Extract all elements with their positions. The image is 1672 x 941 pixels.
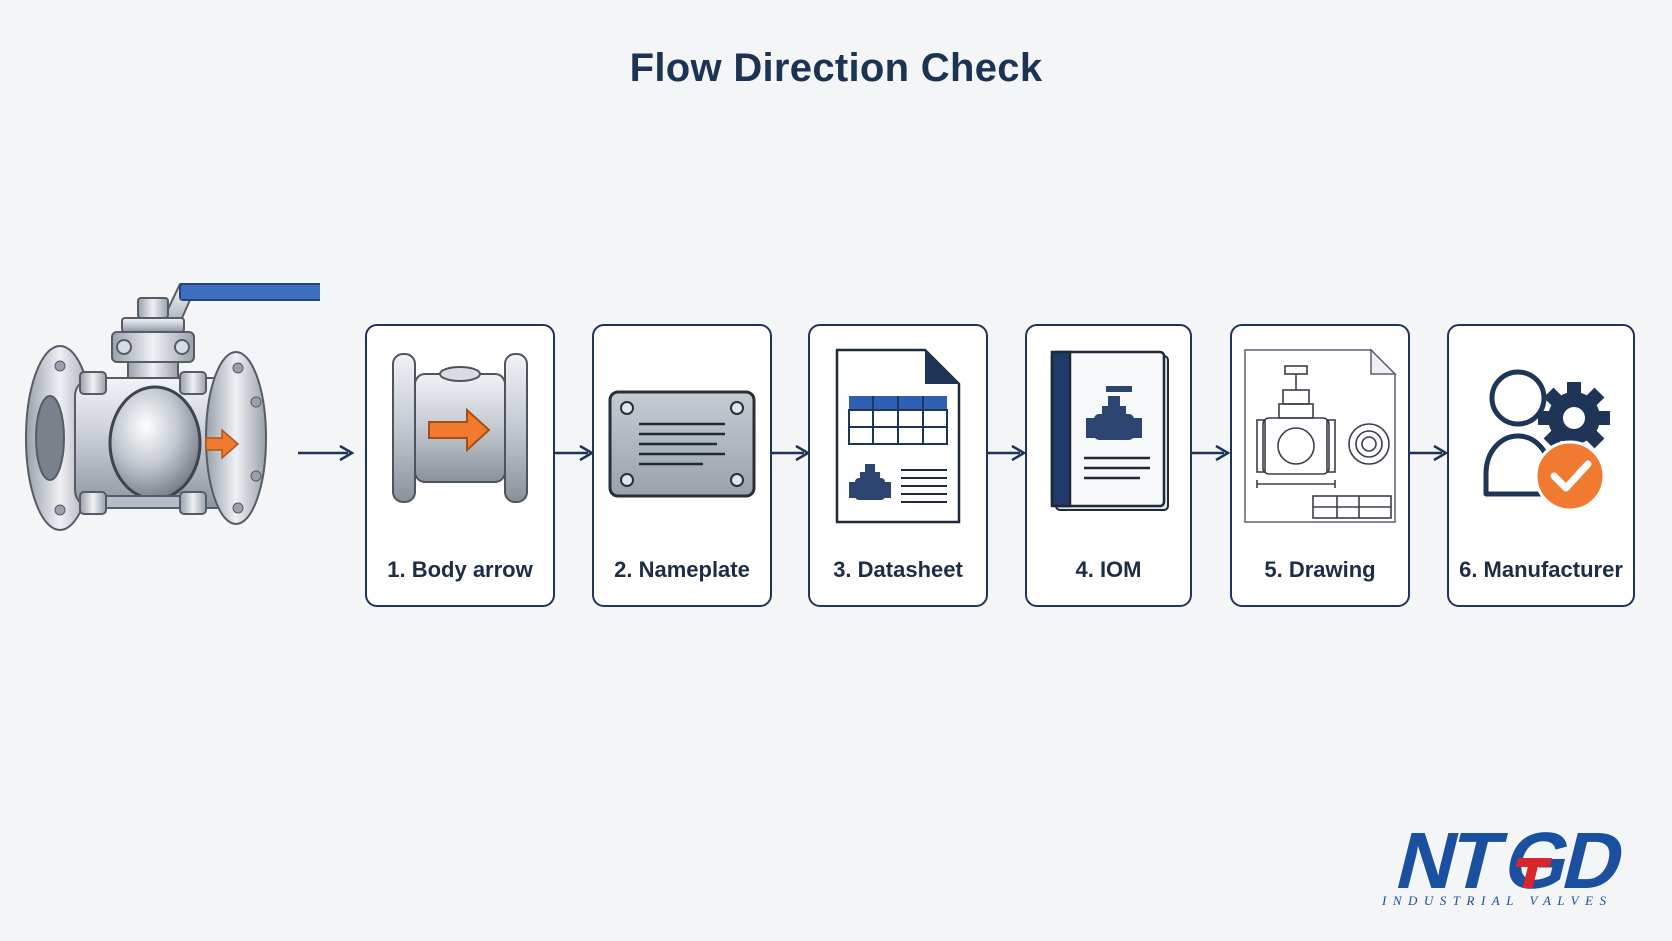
- step-label: 1. Body arrow: [387, 557, 533, 582]
- step-card-datasheet: 3. Datasheet: [808, 324, 988, 607]
- step-card-manufacturer: 6. Manufacturer: [1447, 324, 1635, 607]
- manufacturer-check-icon: [1449, 346, 1633, 556]
- ball-valve-illustration: [20, 278, 324, 583]
- technical-drawing-icon: [1232, 346, 1408, 556]
- nameplate-icon: [594, 346, 770, 556]
- valve-body-arrow-icon: [367, 346, 553, 556]
- step-card-nameplate: 2. Nameplate: [592, 324, 772, 607]
- step-card-drawing: 5. Drawing: [1230, 324, 1410, 607]
- iom-manual-icon: [1027, 346, 1190, 556]
- logo-subtitle: INDUSTRIAL VALVES: [1382, 893, 1613, 908]
- flow-arrow-connector: [772, 443, 812, 468]
- step-label: 6. Manufacturer: [1459, 557, 1623, 582]
- flow-arrow-connector: [1192, 443, 1232, 468]
- page-title: Flow Direction Check: [629, 46, 1043, 90]
- svg-text:NT: NT: [1388, 818, 1512, 898]
- flow-arrow-connector: [298, 443, 358, 468]
- datasheet-icon: [810, 346, 986, 556]
- step-label: 5. Drawing: [1264, 557, 1376, 582]
- svg-text:GD: GD: [1496, 818, 1632, 898]
- ntgd-logo: NT GD: [1378, 816, 1648, 918]
- step-label: 2. Nameplate: [614, 557, 750, 582]
- step-card-iom: 4. IOM: [1025, 324, 1192, 607]
- flow-arrow-connector: [554, 443, 595, 468]
- step-label: 3. Datasheet: [833, 557, 963, 582]
- step-card-body-arrow: 1. Body arrow: [365, 324, 555, 607]
- flow-arrow-connector: [988, 443, 1028, 468]
- step-label: 4. IOM: [1075, 557, 1142, 582]
- flow-arrow-connector: [1410, 443, 1450, 468]
